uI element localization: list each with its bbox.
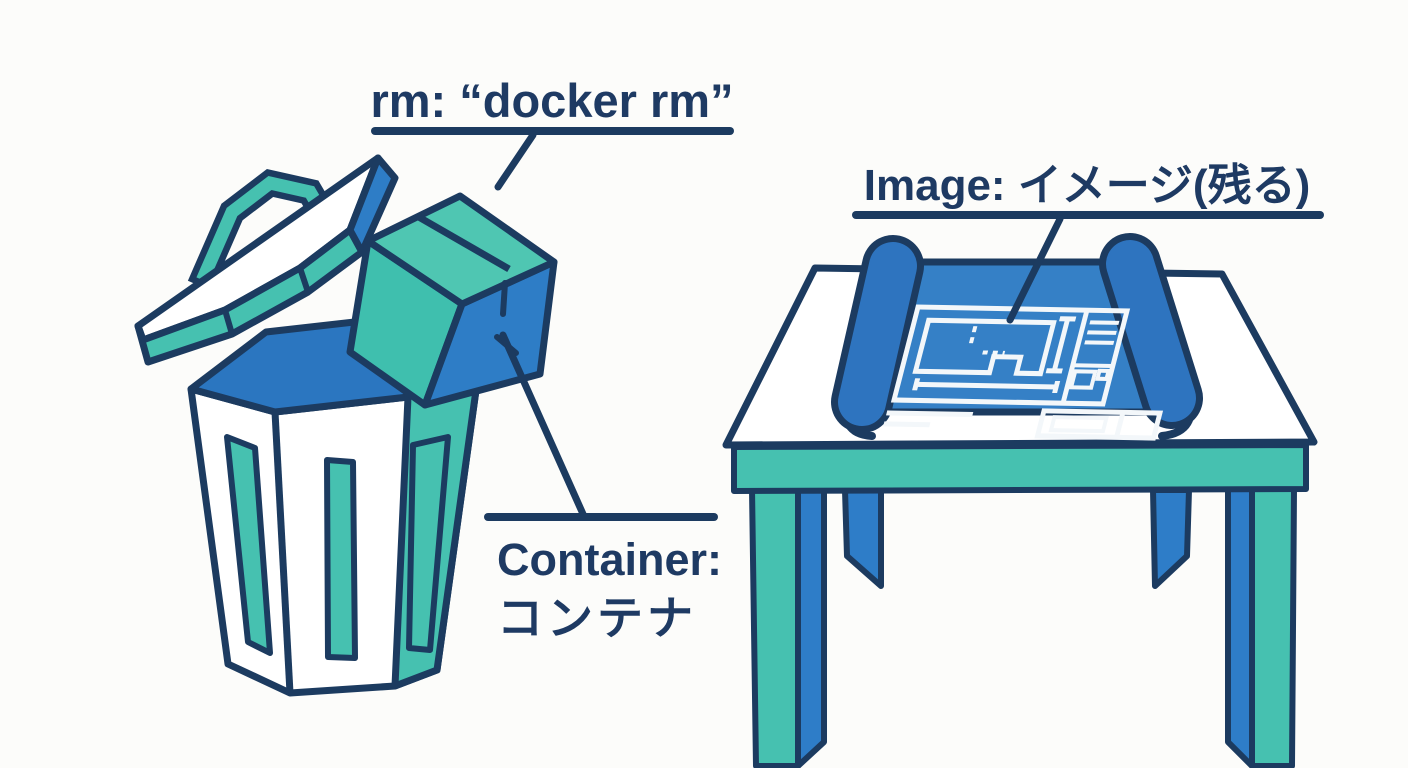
lid-rim-teal xyxy=(134,226,366,366)
table-leg-front-right xyxy=(1249,486,1297,768)
blueprint-roll-left xyxy=(838,242,917,426)
container-label-en: Container: xyxy=(497,534,722,585)
blueprint-roll-right xyxy=(1106,240,1196,422)
trash-can-slot-left xyxy=(224,434,273,656)
box-top-face xyxy=(364,192,558,308)
image-label: Image: イメージ(残る) xyxy=(864,161,1310,210)
container-label-ja: コンテナ xyxy=(497,592,697,644)
trash-can-lid-icon xyxy=(134,154,399,366)
container-box-icon xyxy=(346,192,558,409)
lid-rim-blue xyxy=(346,154,399,256)
rm-label: rm: “docker rm” xyxy=(370,74,733,127)
table-leg-back-left xyxy=(842,487,884,589)
box-seam xyxy=(415,212,511,273)
callout-rm: rm: “docker rm” xyxy=(370,74,734,191)
callout-image: Image: イメージ(残る) xyxy=(852,161,1324,324)
table-leg-front-left xyxy=(749,486,801,768)
trash-can-slot-right xyxy=(406,434,451,653)
table-leg-back-right xyxy=(1150,487,1192,589)
blueprint-drawing xyxy=(883,304,1164,441)
callout-container: Container: コンテナ xyxy=(484,331,722,644)
trash-can-slot-center xyxy=(324,457,358,661)
blueprint-scroll-icon xyxy=(831,233,1203,441)
table-leg-front-right-side xyxy=(1225,486,1255,768)
image-leader-line xyxy=(1006,215,1064,324)
trash-can-icon xyxy=(187,314,532,697)
table-apron xyxy=(731,442,1309,494)
rm-leader-line xyxy=(494,131,537,191)
container-leader-line xyxy=(499,331,587,518)
table-leg-front-left-side xyxy=(795,486,827,768)
